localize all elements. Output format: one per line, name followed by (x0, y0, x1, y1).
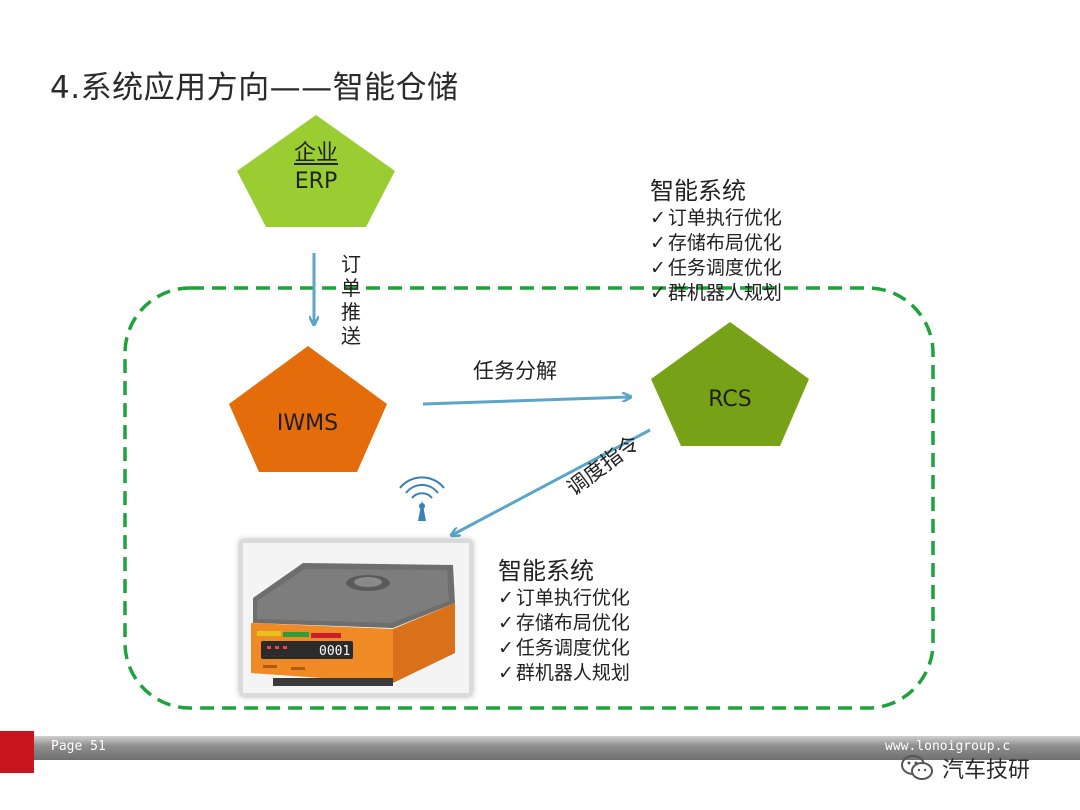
erp-node-label: 企业 ERP (250, 140, 382, 196)
order-push-char: 送 (341, 324, 361, 348)
feature-item: 群机器人规划 (498, 661, 630, 686)
wechat-icon (901, 755, 933, 780)
wechat-watermark: 汽车技研 (900, 752, 1030, 784)
erp-line1: 企业 (293, 141, 338, 166)
slide-title: 4.系统应用方向——智能仓储 (50, 70, 459, 106)
iwms-node-label: IWMS (276, 411, 339, 436)
iwms-node (229, 346, 387, 472)
robot-agv-icon: 0001 (240, 540, 472, 696)
features-bottom: 智能系统 订单执行优化 存储布局优化 任务调度优化 群机器人规划 (498, 556, 630, 686)
rcs-node-label: RCS (708, 387, 752, 412)
antenna-signal-icon (399, 476, 445, 521)
feature-item: 存储布局优化 (650, 231, 782, 256)
system-boundary (123, 286, 935, 710)
robot-id-text: 0001 (319, 644, 350, 659)
feature-item: 任务调度优化 (650, 256, 782, 281)
order-push-char: 推 (341, 300, 361, 324)
rcs-node (651, 322, 809, 446)
feature-item: 任务调度优化 (498, 636, 630, 661)
task-decompose-label: 任务分解 (473, 359, 557, 383)
footer-bar (0, 736, 1080, 760)
feature-item: 订单执行优化 (650, 206, 782, 231)
features-top: 智能系统 订单执行优化 存储布局优化 任务调度优化 群机器人规划 (650, 176, 782, 306)
task-decompose-arrow (422, 397, 630, 406)
order-push-char: 单 (341, 276, 361, 300)
feature-item: 订单执行优化 (498, 586, 630, 611)
order-push-label: 订 单 推 送 (338, 252, 364, 348)
footer-url: www.lonoigroup.c (885, 739, 1011, 754)
page-number: Page 51 (51, 739, 106, 754)
dispatch-arrow (452, 428, 651, 535)
erp-line2: ERP (294, 169, 338, 194)
features-title: 智能系统 (650, 177, 746, 205)
wechat-brand: 汽车技研 (942, 758, 1031, 783)
order-push-char: 订 (341, 252, 361, 276)
feature-item: 群机器人规划 (650, 281, 782, 306)
features-title: 智能系统 (498, 557, 594, 585)
erp-node (237, 115, 395, 227)
feature-item: 存储布局优化 (498, 611, 630, 636)
footer-red-block (0, 731, 34, 773)
robot-illustration: 0001 (251, 563, 455, 686)
